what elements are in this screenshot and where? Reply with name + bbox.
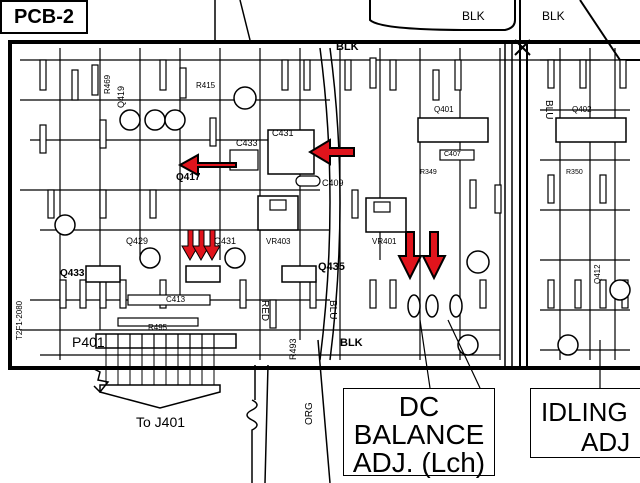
red-arrow-dc-left <box>397 231 423 281</box>
callout-leaders <box>419 319 481 389</box>
cable-bundle <box>99 384 221 409</box>
c433-label: C433 <box>236 138 258 148</box>
c413-capacitor <box>127 294 211 306</box>
vr403-label: VR403 <box>266 237 291 246</box>
destination-label: To J401 <box>136 414 186 430</box>
vr403-wiper <box>269 199 287 211</box>
c431-label: C431 <box>272 128 294 138</box>
q435-transistor <box>281 265 317 283</box>
transistor-array <box>54 86 631 356</box>
idl-line-2: ADJ <box>581 427 631 457</box>
c409-capacitor <box>295 175 321 187</box>
red-arrow-c433 <box>177 153 237 177</box>
dc-line-2: BALANCE <box>353 419 485 450</box>
p401-label: P401 <box>72 334 105 350</box>
cable-wires <box>105 348 215 385</box>
p401-pins <box>105 334 215 348</box>
top-wire-loop <box>369 0 516 31</box>
vr401-wiper <box>373 201 391 213</box>
q433-label: Q433 <box>60 268 85 279</box>
r349-label: R349 <box>420 169 437 176</box>
red-label: RED <box>259 300 270 321</box>
c409-label: C409 <box>322 178 344 188</box>
blu-right-label: BLU <box>543 100 554 119</box>
dc-line-1: DC <box>398 391 440 422</box>
dc-balance-callout: DC BALANCE ADJ. (Lch) <box>343 388 495 478</box>
dc-line-3: ADJ. (Lch) <box>352 447 486 478</box>
org-coil-wire <box>246 365 258 483</box>
ground-symbol <box>91 367 110 394</box>
pcb-title: PCB-2 <box>0 0 88 34</box>
board-outline <box>8 40 640 370</box>
vr401-label: VR401 <box>372 237 397 246</box>
side-code-label: T2F1-2080 <box>15 300 24 340</box>
q401-label: Q401 <box>434 105 454 114</box>
q419-label: Q419 <box>116 86 126 108</box>
q412-label: Q412 <box>593 264 602 284</box>
c431-capacitor <box>267 129 315 175</box>
top-wire-junction <box>514 0 531 56</box>
blk-board-label: BLK <box>336 41 359 53</box>
q417-label: Q417 <box>176 172 201 183</box>
q401-transistor <box>417 117 489 143</box>
r350-label: R350 <box>566 169 583 176</box>
c413-label: C413 <box>166 295 186 304</box>
blu-left-label: BLU <box>327 300 338 319</box>
red-arrow-triple <box>181 229 221 262</box>
sub-board-divider <box>519 44 528 366</box>
lower-wires <box>264 339 331 483</box>
c407-label: C407 <box>444 151 461 158</box>
diode-third <box>449 294 463 318</box>
red-arrow-dc-right <box>421 231 447 281</box>
r415-label: R415 <box>196 81 216 90</box>
q402-transistor <box>555 117 627 143</box>
r493-label: R493 <box>288 338 298 360</box>
blk-top-left-label: BLK <box>462 9 485 23</box>
r469-label: R469 <box>103 74 112 94</box>
q433-transistor <box>85 265 121 283</box>
q429-label: Q429 <box>126 236 148 246</box>
blk-bottom-label: BLK <box>340 337 363 349</box>
red-arrow-c431 <box>308 138 355 166</box>
blk-top-right-label: BLK <box>542 9 565 23</box>
c407-capacitor <box>439 149 475 161</box>
top-left-wires <box>214 0 251 41</box>
diode-left <box>407 294 421 318</box>
top-right-wire <box>579 0 640 61</box>
q431-label: Q431 <box>214 236 236 246</box>
q435-label: Q435 <box>318 261 345 273</box>
r495-resistor <box>117 317 199 327</box>
diode-right <box>425 294 439 318</box>
r495-label: R495 <box>148 323 168 332</box>
q402-label: Q402 <box>572 105 592 114</box>
resistor-array <box>39 57 629 329</box>
org-label: ORG <box>304 402 315 425</box>
idl-line-1: IDLING <box>541 397 628 427</box>
q429-transistor <box>185 265 221 283</box>
idling-adj-callout: IDLING ADJ <box>530 388 640 458</box>
